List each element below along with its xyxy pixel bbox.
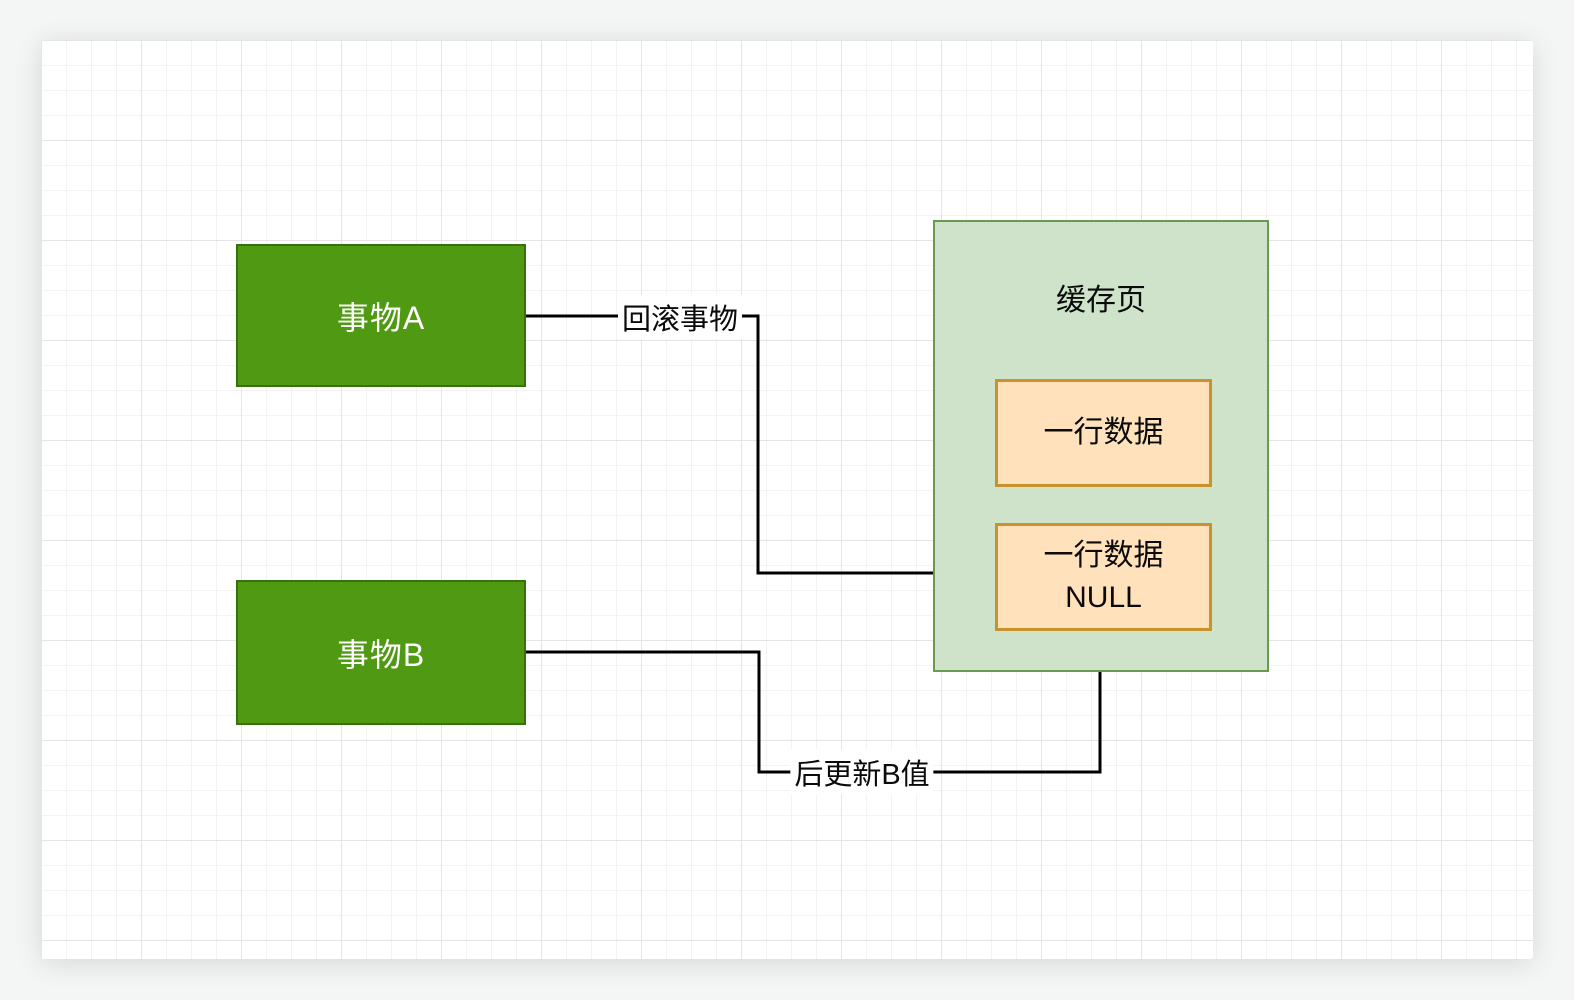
connectors-layer xyxy=(526,314,1110,774)
row-data-label: 一行数据 xyxy=(1043,416,1164,449)
edge-label-rollback[interactable]: 回滚事物 xyxy=(617,295,743,339)
transaction-a-node[interactable]: 事物A xyxy=(236,244,526,387)
diagram-canvas[interactable]: 缓存页 一行数据 一行数据 NULL 事物A 事物B 回滚事物 后更新B值 xyxy=(41,40,1533,959)
transaction-a-label: 事物A xyxy=(336,299,426,336)
row-data-null-label: 一行数据 NULL xyxy=(1043,539,1164,614)
transaction-b-node[interactable]: 事物B xyxy=(236,580,526,725)
edge-rollback[interactable] xyxy=(526,314,993,583)
edge-label-update-b[interactable]: 后更新B值 xyxy=(790,750,934,794)
cache-page-title: 缓存页 xyxy=(1056,284,1146,317)
row-data-null-box[interactable]: 一行数据 NULL xyxy=(995,523,1212,631)
cache-page-container[interactable]: 缓存页 一行数据 一行数据 NULL xyxy=(933,220,1269,672)
row-data-box[interactable]: 一行数据 xyxy=(995,379,1212,487)
transaction-b-label: 事物B xyxy=(336,636,426,673)
